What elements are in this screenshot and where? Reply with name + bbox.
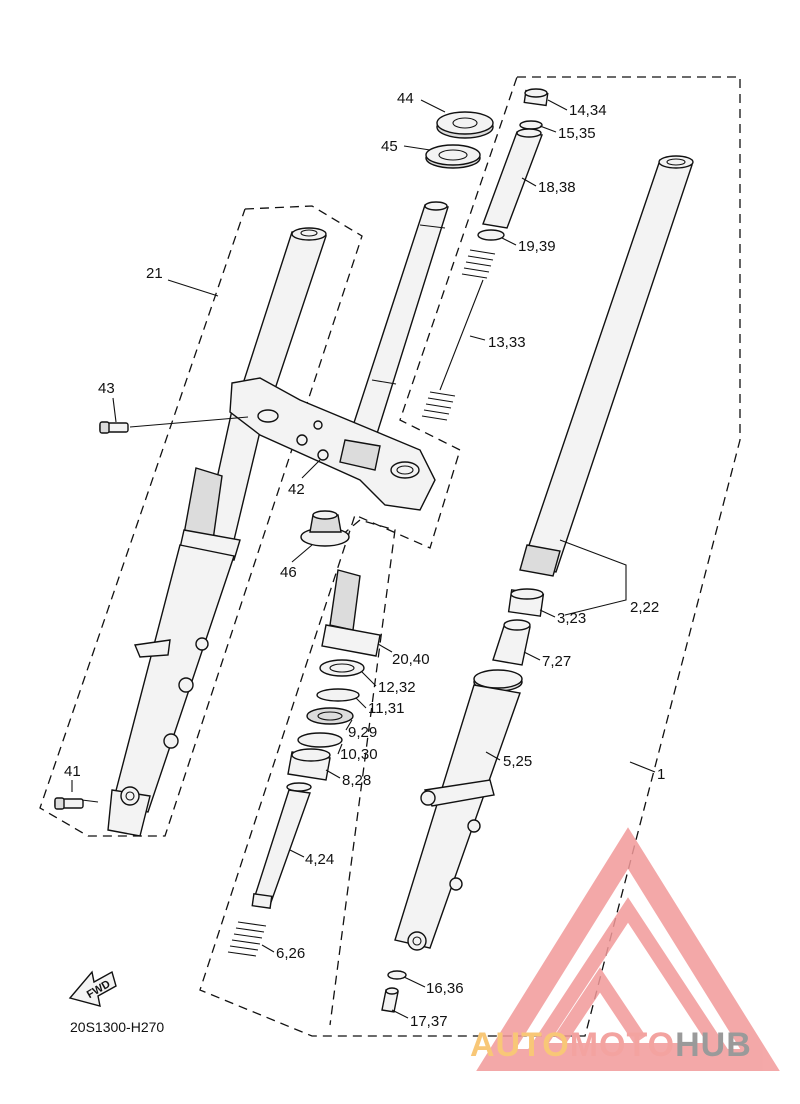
washer-19-39 <box>477 229 505 241</box>
label-13-33: 13,33 <box>488 334 526 351</box>
label-21: 21 <box>146 265 163 282</box>
label-10-30: 10,30 <box>340 746 378 763</box>
dust-seal-12-32 <box>319 659 365 677</box>
oil-seal-9-29 <box>306 707 354 725</box>
label-20-40: 20,40 <box>392 651 430 668</box>
bolt-17-37 <box>381 987 399 1013</box>
washer-16-36 <box>387 970 407 980</box>
bearing-44 <box>436 111 494 139</box>
damper-rod-4-24 <box>251 782 312 909</box>
fork-spring-13-33 <box>421 249 496 421</box>
pinch-bolt-43 <box>99 421 129 434</box>
damper-holder-20-40 <box>321 569 381 657</box>
outer-tube-5-25 <box>394 669 523 951</box>
label-17-37: 17,37 <box>410 1013 448 1030</box>
watermark-auto: AUTO <box>470 1026 570 1064</box>
automotohub-logo <box>476 827 780 1071</box>
steering-stem-assembly <box>229 201 449 511</box>
label-12-32: 12,32 <box>378 679 416 696</box>
fwd-arrow-icon: FWD <box>68 970 117 1007</box>
rebound-spring-6-26 <box>227 921 267 957</box>
label-45: 45 <box>381 138 398 155</box>
label-41: 41 <box>64 763 81 780</box>
label-1: 1 <box>657 766 665 783</box>
label-6-26: 6,26 <box>276 945 305 962</box>
label-11-31: 11,31 <box>368 700 404 717</box>
label-5-25: 5,25 <box>503 753 532 770</box>
watermark-text: AUTOMOTOHUB <box>470 1026 752 1064</box>
label-42: 42 <box>288 481 305 498</box>
inner-tube-2-22 <box>519 155 694 577</box>
watermark-moto: MOTO <box>570 1026 675 1064</box>
label-9-29: 9,29 <box>348 724 377 741</box>
washer-10-30 <box>297 732 343 748</box>
label-19-39: 19,39 <box>518 238 556 255</box>
label-43: 43 <box>98 380 115 397</box>
pinch-bolt-41 <box>54 797 84 810</box>
watermark-hub: HUB <box>675 1026 752 1064</box>
group-outline-21 <box>39 205 363 837</box>
bearing-race-45 <box>425 144 481 169</box>
clip-11-31 <box>316 688 360 702</box>
o-ring-15-35 <box>519 120 543 130</box>
label-2-22: 2,22 <box>630 599 659 616</box>
label-46: 46 <box>280 564 297 581</box>
label-4-24: 4,24 <box>305 851 334 868</box>
leader-lines <box>71 99 656 1019</box>
drawing-code: 20S1300-H270 <box>70 1019 164 1035</box>
label-18-38: 18,38 <box>538 179 576 196</box>
label-7-27: 7,27 <box>542 653 571 670</box>
slide-metal-7-27 <box>492 619 531 666</box>
label-16-36: 16,36 <box>426 980 464 997</box>
left-fork-assembly <box>107 227 327 837</box>
guide-bush-3-23 <box>507 588 545 617</box>
seal-stack <box>287 659 365 781</box>
label-14-34: 14,34 <box>569 102 607 119</box>
label-3-23: 3,23 <box>557 610 586 627</box>
cap-bolt-14-34 <box>523 88 549 107</box>
label-15-35: 15,35 <box>558 125 596 142</box>
label-44: 44 <box>397 90 414 107</box>
stem-nut-46 <box>300 510 350 547</box>
spacer-18-38 <box>482 128 543 229</box>
part-labels: 44 45 14,34 15,35 18,38 19,39 13,33 21 4… <box>64 90 665 1030</box>
group-outline-1 <box>199 76 741 1037</box>
label-8-28: 8,28 <box>342 772 371 789</box>
